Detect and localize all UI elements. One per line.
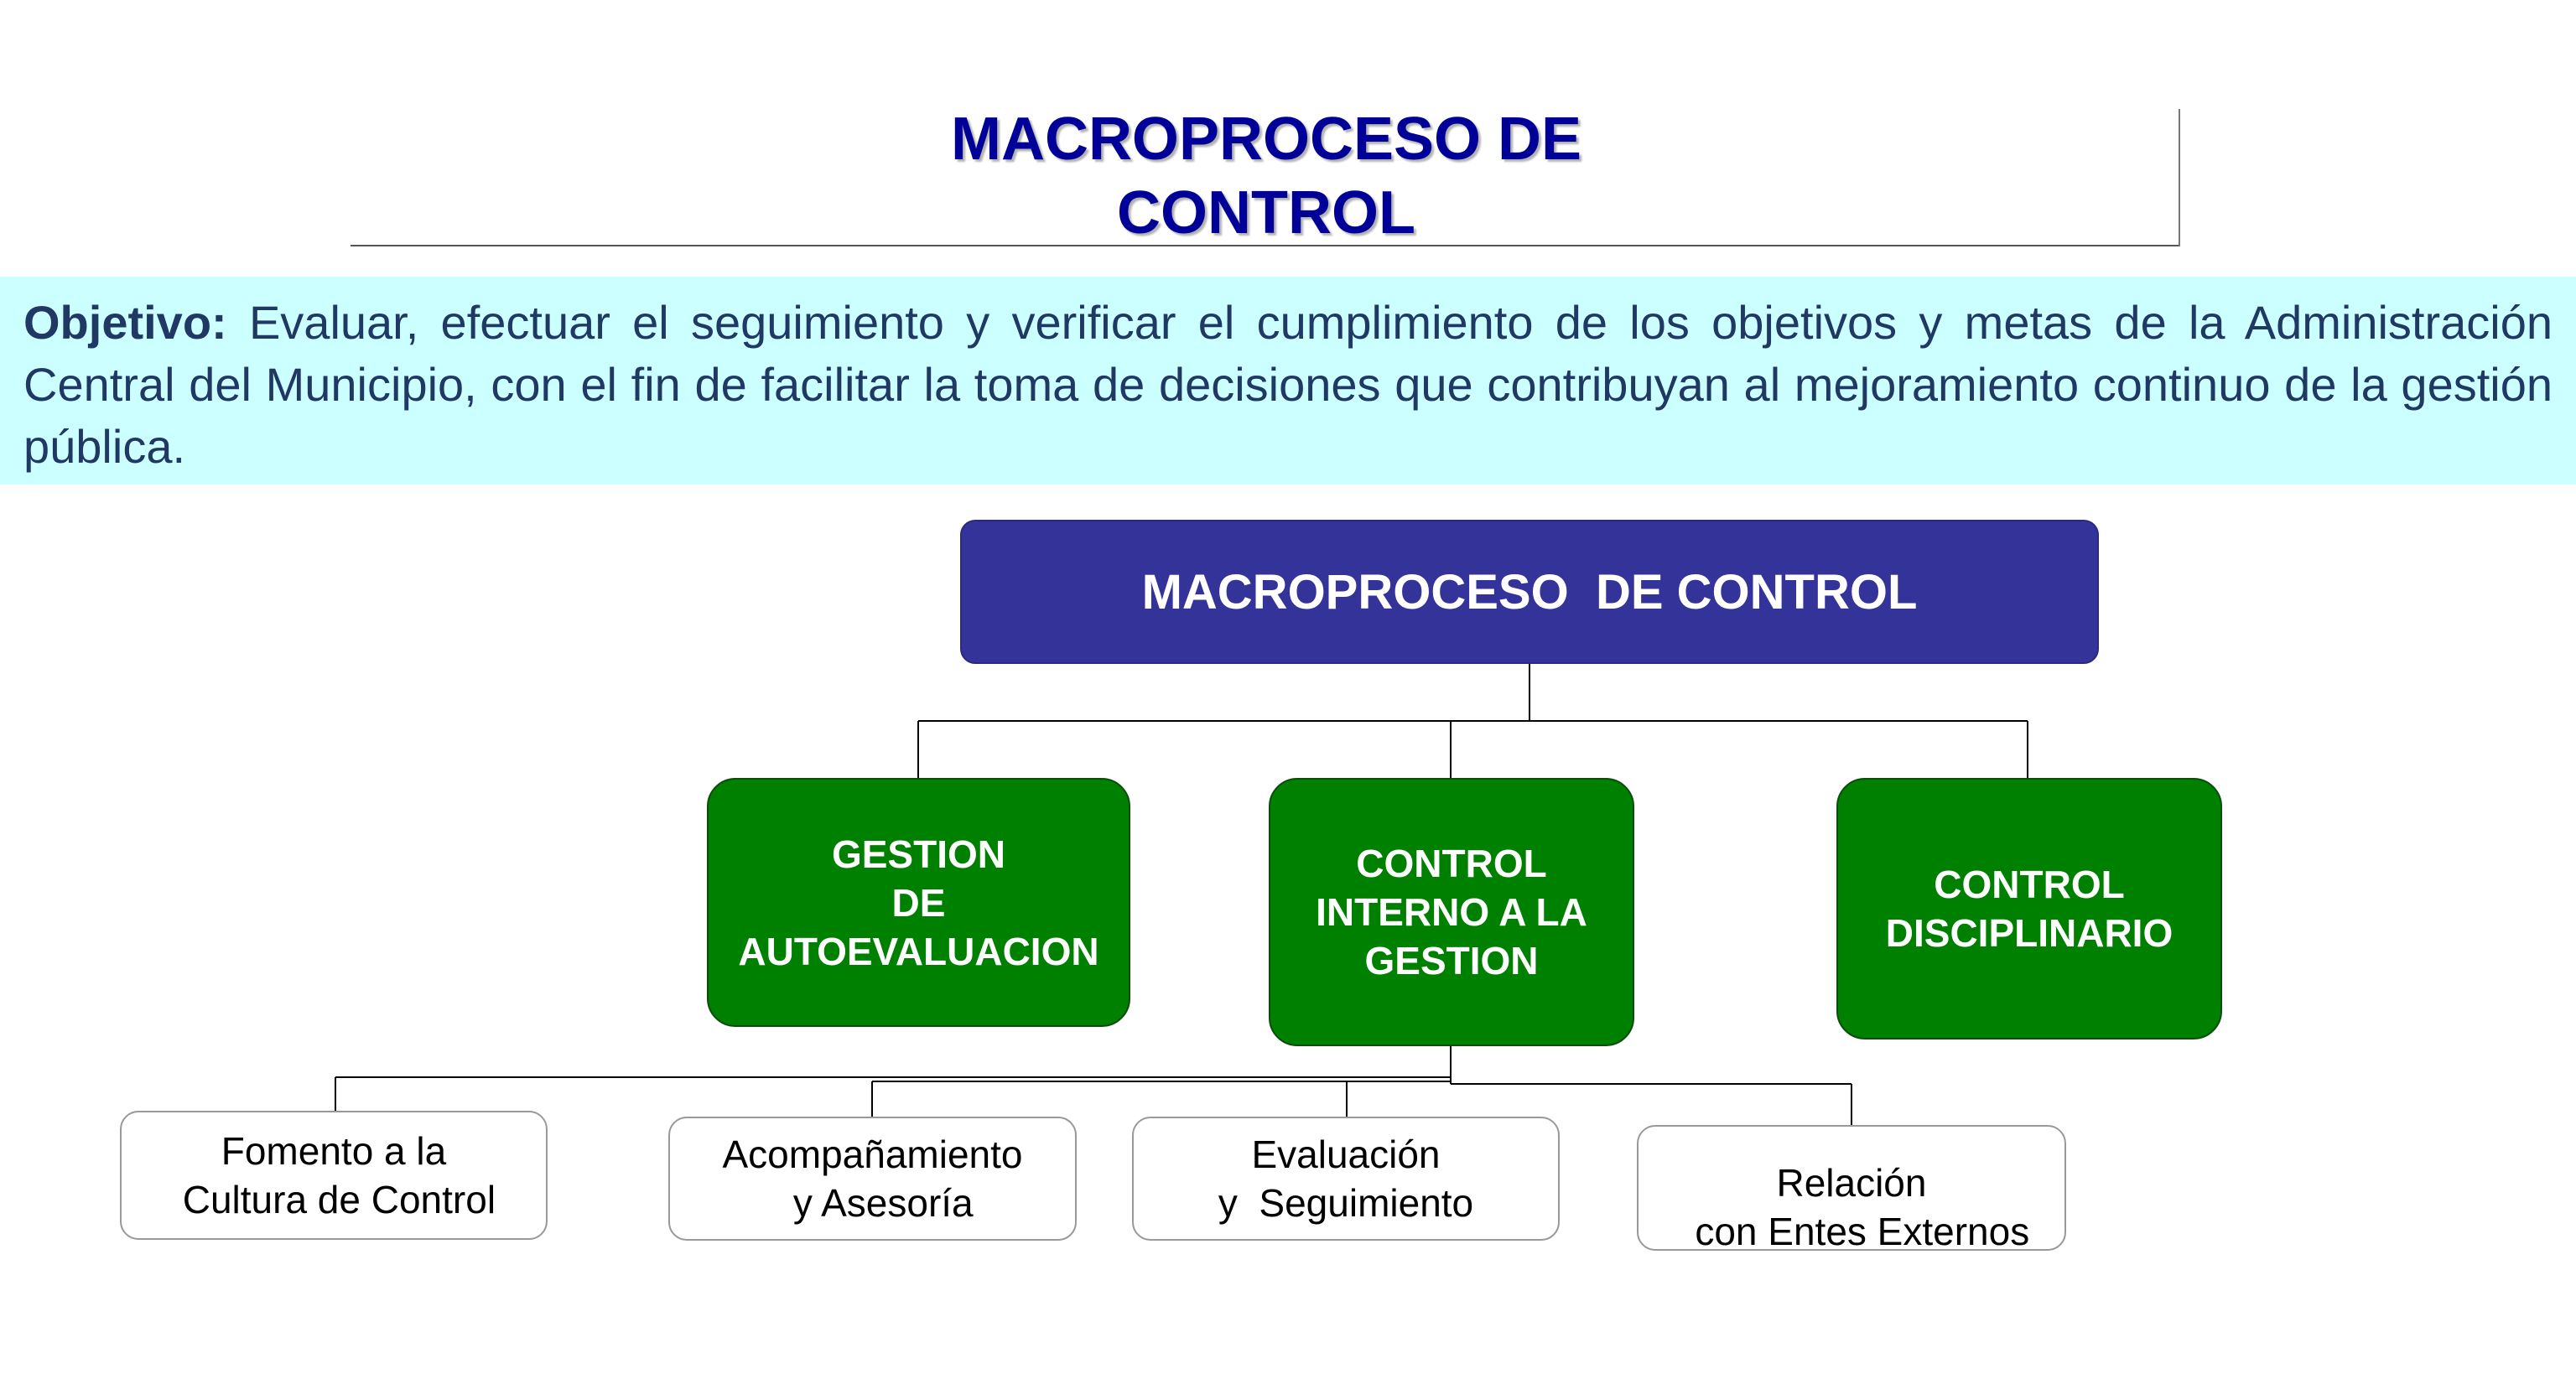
box-label-line: GESTION xyxy=(831,832,1005,876)
box-acompanamiento: Acompañamiento y Asesoría xyxy=(668,1117,1077,1241)
title-underline xyxy=(351,245,2180,246)
box-label-line: con Entes Externos xyxy=(1673,1210,2030,1253)
box-label-line: AUTOEVALUACION xyxy=(738,929,1099,973)
objective-panel: Objetivo: Evaluar, efectuar el seguimien… xyxy=(0,277,2576,485)
box-fomento-cultura: Fomento a la Cultura de Control xyxy=(120,1111,548,1240)
box-label-line: DE xyxy=(891,880,946,925)
box-gestion-autoevaluacion: GESTION DE AUTOEVALUACION xyxy=(707,778,1130,1027)
box-label-line: Relación xyxy=(1776,1161,1927,1205)
box-label-line: Cultura de Control xyxy=(171,1178,496,1221)
box-label-line: y Seguimiento xyxy=(1218,1181,1474,1225)
box-control-disciplinario: CONTROL DISCIPLINARIO xyxy=(1836,778,2222,1039)
title-line-2: CONTROL xyxy=(1117,179,1415,246)
box-relacion-entes: Relación con Entes Externos xyxy=(1637,1125,2066,1253)
box-label-line: Evaluación xyxy=(1251,1133,1441,1176)
root-box-macroproceso: MACROPROCESO DE CONTROL xyxy=(960,520,2099,664)
box-label-line: INTERNO A LA xyxy=(1316,890,1587,934)
box-label-line: Acompañamiento xyxy=(722,1133,1023,1176)
box-label-line: DISCIPLINARIO xyxy=(1885,911,2174,955)
box-evaluacion-seguimiento: Evaluación y Seguimiento xyxy=(1132,1117,1560,1241)
title-side-rule xyxy=(2179,109,2180,246)
title-line-1: MACROPROCESO DE xyxy=(950,106,1582,173)
objective-label: Objetivo: xyxy=(23,296,227,349)
box-label-line: GESTION xyxy=(1364,939,1539,982)
box-label-line: CONTROL xyxy=(1934,863,2125,906)
root-label: MACROPROCESO DE CONTROL xyxy=(1141,564,1918,620)
box-label-line: Fomento a la xyxy=(221,1129,447,1173)
page-title: MACROPROCESO DE CONTROL xyxy=(872,102,1660,250)
box-label-line: y Asesoría xyxy=(771,1181,974,1225)
box-control-interno: CONTROL INTERNO A LA GESTION xyxy=(1269,778,1634,1046)
box-label-line: CONTROL xyxy=(1356,842,1547,885)
objective-text: Evaluar, efectuar el seguimiento y verif… xyxy=(23,296,2553,473)
